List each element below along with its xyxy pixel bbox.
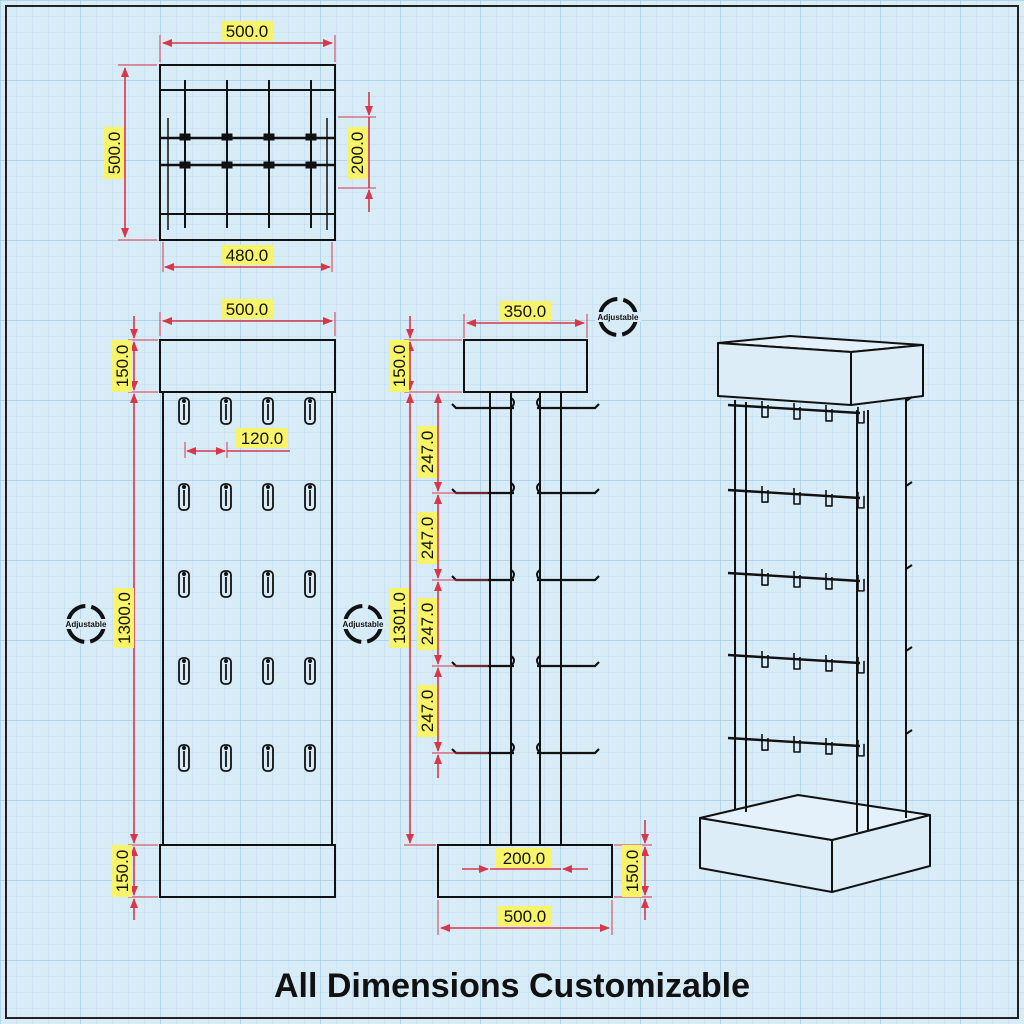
adjustable-badge-left: Adjustable <box>63 604 109 644</box>
peg-hook-icon <box>178 657 190 685</box>
dim-label: 500.0 <box>226 22 269 41</box>
dim-side-header: 150.0 <box>389 340 409 392</box>
dim-label: 150.0 <box>623 850 642 893</box>
peg-hook-icon <box>262 397 274 425</box>
front-hooks <box>178 397 316 772</box>
dim-side-base: 150.0 <box>622 845 642 897</box>
peg-hook-icon <box>304 397 316 425</box>
badge-label: Adjustable <box>66 620 107 629</box>
dim-front-base: 150.0 <box>112 845 132 897</box>
dim-label: 247.0 <box>418 690 437 733</box>
peg-hook-icon <box>262 483 274 511</box>
peg-hook-icon <box>220 657 232 685</box>
dim-label: 500.0 <box>226 300 269 319</box>
iso-hook-bar <box>727 396 913 424</box>
iso-hook-bar <box>727 646 913 674</box>
peg-hook-icon <box>178 397 190 425</box>
peg-hook-icon <box>262 570 274 598</box>
side-hook-right <box>536 742 600 755</box>
iso-hook-bar <box>727 481 913 509</box>
dim-label: 120.0 <box>241 429 284 448</box>
dim-label: 500.0 <box>504 907 547 926</box>
dim-label: 247.0 <box>418 603 437 646</box>
dim-side-pitch-1: 247.0 <box>417 426 437 478</box>
dim-side-post-gap: 200.0 <box>496 848 552 868</box>
dim-label: 150.0 <box>390 345 409 388</box>
dim-top-height: 500.0 <box>104 127 124 179</box>
front-view <box>159 339 336 898</box>
adjustable-badge-top: Adjustable <box>595 297 641 337</box>
dim-side-pitch-4: 247.0 <box>417 685 437 737</box>
dim-label: 350.0 <box>504 302 547 321</box>
top-view <box>159 64 336 241</box>
side-hook-right <box>536 397 600 410</box>
iso-hook-bar <box>727 564 913 592</box>
isometric-view <box>699 335 931 893</box>
dim-label: 150.0 <box>113 345 132 388</box>
dim-top-inner: 200.0 <box>347 127 367 179</box>
dim-label: 500.0 <box>105 132 124 175</box>
peg-hook-icon <box>178 744 190 772</box>
peg-hook-icon <box>220 570 232 598</box>
peg-hook-icon <box>304 744 316 772</box>
dim-label: 480.0 <box>226 246 269 265</box>
dim-label: 247.0 <box>418 517 437 560</box>
peg-hook-icon <box>304 657 316 685</box>
peg-hook-icon <box>304 570 316 598</box>
adjustable-badge-middle: Adjustable <box>340 604 386 644</box>
badge-label: Adjustable <box>343 620 384 629</box>
peg-hook-icon <box>262 657 274 685</box>
dim-label: 200.0 <box>348 132 367 175</box>
dim-top-width-bottom: 480.0 <box>221 245 273 265</box>
side-view <box>437 339 613 898</box>
dimension-lines <box>118 35 652 935</box>
dim-front-pitch: 120.0 <box>236 428 288 448</box>
dim-side-base-width: 500.0 <box>498 906 552 926</box>
peg-hook-icon <box>304 483 316 511</box>
dim-top-width-top: 500.0 <box>221 21 273 41</box>
dim-label: 200.0 <box>503 849 546 868</box>
footer-caption: All Dimensions Customizable <box>274 967 750 1005</box>
dim-side-header-width: 350.0 <box>499 301 551 321</box>
isometric-hooks <box>727 396 913 757</box>
dim-front-body: 1300.0 <box>114 588 134 648</box>
dim-side-pitch-3: 247.0 <box>417 598 437 650</box>
dim-front-header: 150.0 <box>112 340 132 392</box>
dim-side-pitch-2: 247.0 <box>417 512 437 564</box>
badge-label: Adjustable <box>598 313 639 322</box>
peg-hook-icon <box>220 483 232 511</box>
dim-label: 247.0 <box>418 431 437 474</box>
side-hook-right <box>536 655 600 668</box>
dimension-labels: 500.0 500.0 200.0 480.0 500.0 150.0 1300… <box>104 21 642 926</box>
peg-hook-icon <box>178 483 190 511</box>
peg-hook-icon <box>220 397 232 425</box>
dim-label: 1300.0 <box>115 592 134 644</box>
drawing-border <box>5 5 1019 1019</box>
peg-hook-icon <box>262 744 274 772</box>
side-hook-right <box>536 569 600 582</box>
dim-side-total: 1301.0 <box>389 588 409 648</box>
peg-hook-icon <box>178 570 190 598</box>
dim-label: 150.0 <box>113 850 132 893</box>
side-hook-left <box>451 397 515 410</box>
dim-front-width: 500.0 <box>221 299 273 319</box>
dim-label: 1301.0 <box>390 592 409 644</box>
peg-hook-icon <box>220 744 232 772</box>
side-hooks <box>451 397 600 755</box>
side-hook-right <box>536 482 600 495</box>
iso-hook-bar <box>727 729 913 757</box>
